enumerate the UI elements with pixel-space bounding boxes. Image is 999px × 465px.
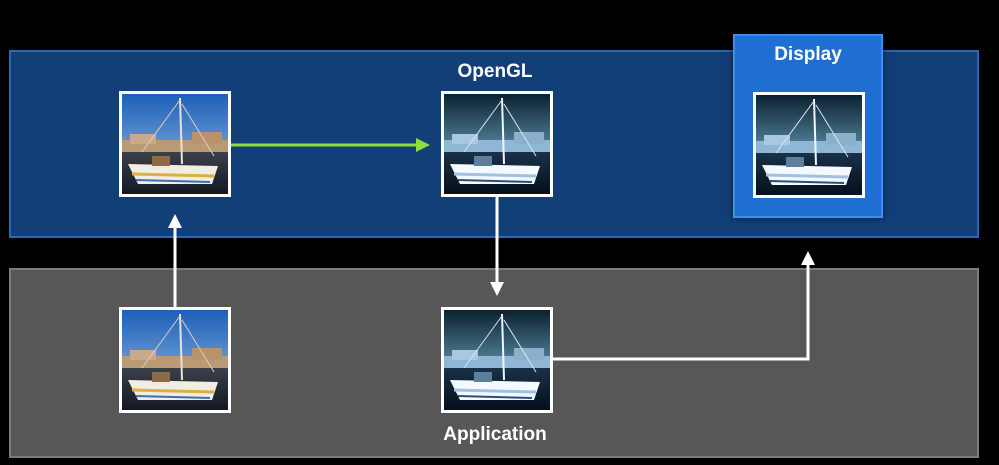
application-label: Application (443, 424, 547, 445)
filter-arrowhead (416, 138, 430, 152)
present-arrow (553, 264, 810, 361)
opengl-source-image (119, 91, 231, 197)
application-source-image (119, 307, 231, 413)
opengl-label: OpenGL (457, 61, 533, 82)
display-label: Display (774, 44, 842, 65)
application-filtered-image (441, 307, 553, 413)
upload-arrowhead (168, 214, 182, 228)
readback-arrowhead (490, 282, 504, 296)
opengl-filtered-image (441, 91, 553, 197)
present-arrowhead (801, 251, 815, 265)
display-output-image (753, 92, 865, 198)
